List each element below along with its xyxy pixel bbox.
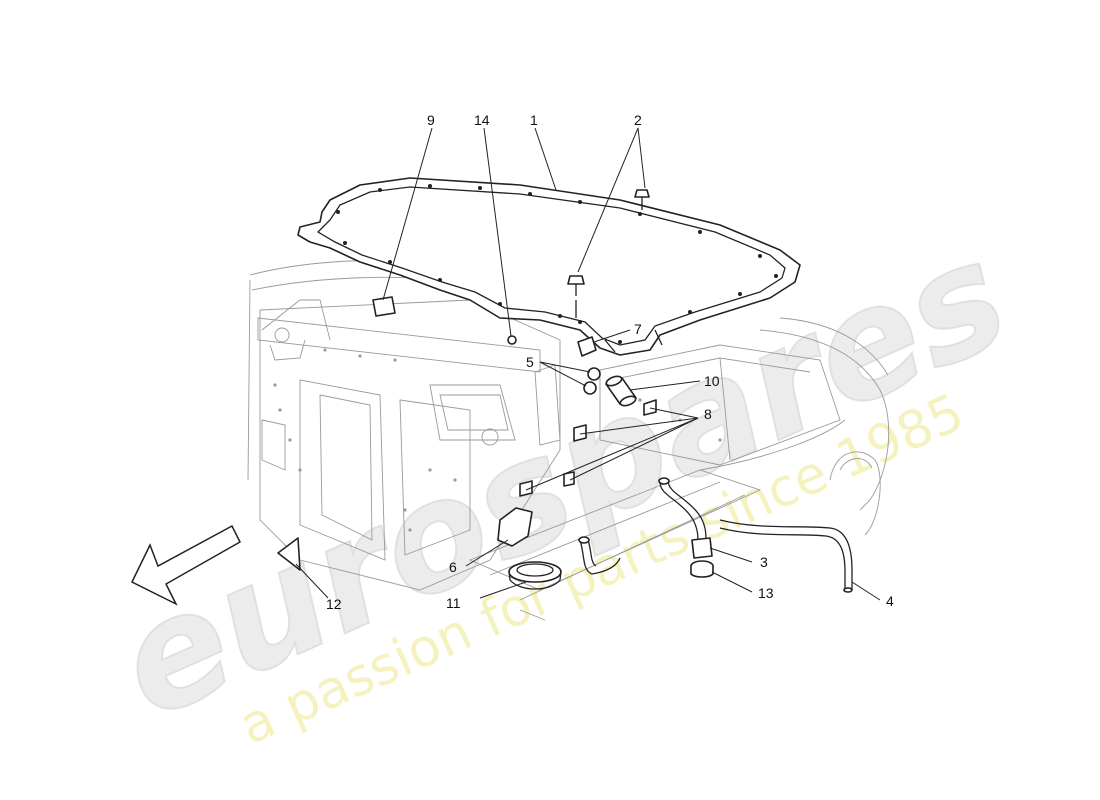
callout-5: 5 bbox=[526, 354, 534, 370]
rivet-dots bbox=[273, 348, 722, 532]
drain-hose-part-3 bbox=[578, 477, 713, 575]
triangle-part-12 bbox=[277, 537, 301, 571]
callout-10: 10 bbox=[704, 373, 720, 389]
callout-4: 4 bbox=[886, 593, 894, 609]
bracket-part-7 bbox=[577, 336, 597, 357]
grommet-part-5a bbox=[587, 367, 601, 381]
hose-part-4 bbox=[719, 519, 853, 593]
callout-12: 12 bbox=[326, 596, 342, 612]
pad-part-8a bbox=[573, 424, 587, 442]
leader-lines bbox=[295, 127, 881, 601]
callout-1: 1 bbox=[530, 112, 538, 128]
callout-9: 9 bbox=[427, 112, 435, 128]
clip-part-9 bbox=[372, 296, 396, 317]
cap-part-11 bbox=[508, 561, 562, 590]
callout-13: 13 bbox=[758, 585, 774, 601]
callout-14: 14 bbox=[474, 112, 490, 128]
callout-labels: 1 2 3 4 5 6 7 8 9 10 11 12 13 14 bbox=[326, 112, 894, 612]
screw-part-2b bbox=[567, 275, 585, 318]
front-direction-arrow-icon bbox=[131, 524, 241, 606]
screw-part-2a bbox=[634, 189, 650, 210]
callout-8: 8 bbox=[704, 406, 712, 422]
callout-2: 2 bbox=[634, 112, 642, 128]
grommet-part-13 bbox=[690, 560, 714, 578]
callout-6: 6 bbox=[449, 559, 457, 575]
pad-part-8d bbox=[563, 471, 575, 487]
cylinder-part-10 bbox=[605, 375, 637, 407]
grommet-part-5b bbox=[583, 381, 597, 395]
pad-part-8c bbox=[519, 480, 533, 497]
car-body-outline bbox=[247, 260, 890, 621]
gasket-part-6 bbox=[497, 507, 533, 547]
callout-11: 11 bbox=[446, 595, 461, 611]
callout-7: 7 bbox=[634, 321, 642, 337]
pad-part-8b bbox=[643, 399, 657, 416]
plug-part-14 bbox=[507, 335, 517, 345]
parcel-shelf-part-1 bbox=[297, 177, 801, 356]
callout-3: 3 bbox=[760, 554, 768, 570]
